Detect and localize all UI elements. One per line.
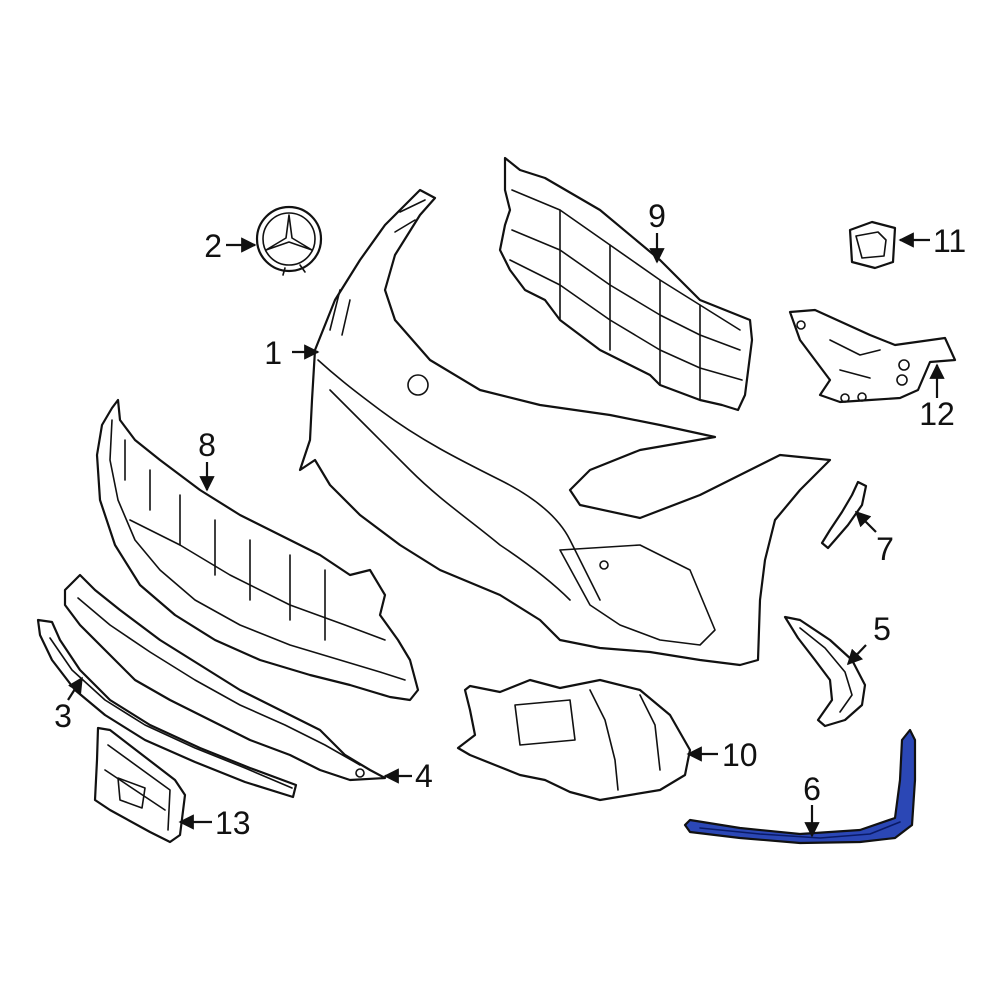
part-12-mounting-bracket[interactable] xyxy=(788,308,957,404)
leader-3 xyxy=(67,676,83,701)
part-9-grille-support[interactable] xyxy=(498,156,754,412)
callout-7: 7 xyxy=(876,531,894,567)
callout-4: 4 xyxy=(415,758,433,794)
leader-lines xyxy=(67,232,945,838)
callout-10: 10 xyxy=(722,737,758,773)
callout-12: 12 xyxy=(919,396,955,432)
callout-13: 13 xyxy=(215,805,251,841)
part-10-air-guide[interactable] xyxy=(456,678,692,802)
part-13-license-bracket[interactable] xyxy=(93,726,187,844)
part-11-retainer-clip[interactable] xyxy=(848,220,897,270)
part-6-lower-trim[interactable] xyxy=(683,728,917,845)
part-8-grille-surround[interactable] xyxy=(95,398,420,702)
callout-3: 3 xyxy=(54,698,72,734)
callout-labels: 1 2 3 4 5 6 7 8 9 10 11 12 13 xyxy=(54,198,966,841)
callout-2: 2 xyxy=(204,228,222,264)
part-5-side-insert[interactable] xyxy=(783,615,867,728)
part-1-bumper-cover[interactable] xyxy=(298,188,832,667)
callout-11: 11 xyxy=(933,223,966,259)
part-7-side-trim[interactable] xyxy=(820,480,868,550)
leader-7 xyxy=(854,510,877,533)
callout-1: 1 xyxy=(264,335,282,371)
leader-5 xyxy=(846,644,867,666)
callout-6: 6 xyxy=(803,771,821,807)
callout-9: 9 xyxy=(648,198,666,234)
callout-5: 5 xyxy=(873,611,891,647)
callout-8: 8 xyxy=(198,427,216,463)
part-2-emblem[interactable] xyxy=(255,205,323,276)
